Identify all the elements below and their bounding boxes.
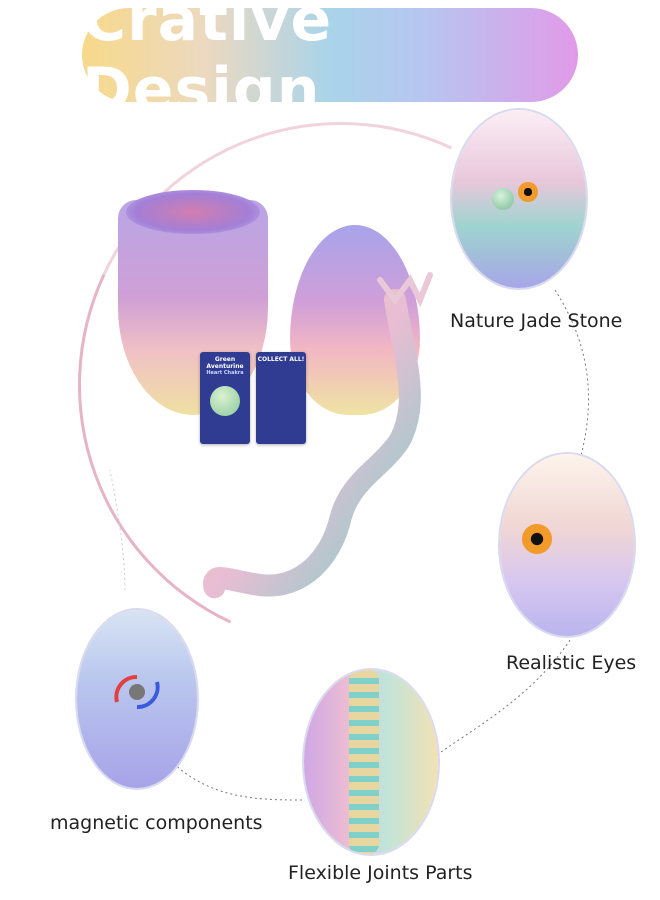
label-realistic-eyes: Realistic Eyes — [506, 652, 637, 674]
label-magnetic-components: magnetic components — [50, 812, 263, 834]
card-title: Green Aventurine — [206, 356, 244, 370]
eyes-closeup — [498, 452, 636, 638]
card-subtitle: Heart Chakra — [206, 370, 244, 376]
aventurine-stone — [210, 386, 240, 416]
joint-segments — [349, 670, 379, 854]
collection-card-title: COLLECT ALL! — [257, 356, 305, 363]
jade-stone-closeup — [450, 108, 588, 290]
banner-title: Crative Design — [82, 0, 333, 125]
egg-cup-rim — [126, 190, 260, 234]
rotate-arrows-icon — [114, 674, 160, 710]
collection-card: COLLECT ALL! — [256, 352, 306, 444]
dragon-eye-closeup-icon — [522, 524, 552, 554]
title-banner: Crative Design — [82, 0, 578, 125]
jade-stone-icon — [492, 188, 514, 210]
label-flexible-joints: Flexible Joints Parts — [288, 862, 473, 884]
dragon-eye-icon — [518, 182, 538, 202]
joints-closeup — [302, 668, 440, 856]
magnet-closeup — [75, 608, 199, 790]
label-jade-stone: Nature Jade Stone — [450, 310, 623, 332]
crystal-info-card: Green Aventurine Heart Chakra — [200, 352, 250, 444]
